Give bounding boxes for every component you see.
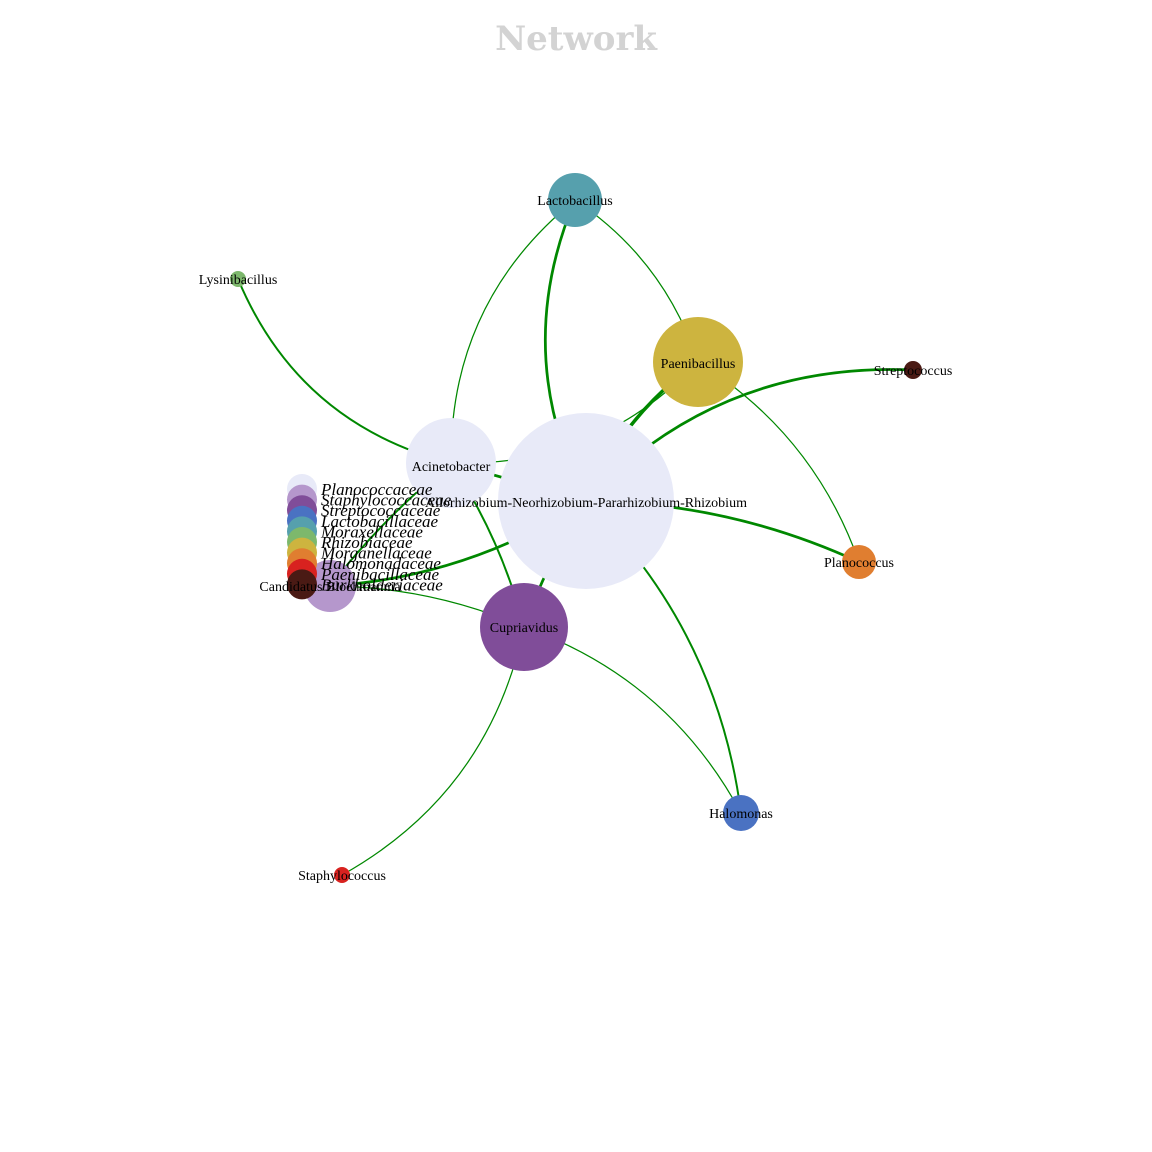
node-streptococcus[interactable] (904, 361, 922, 379)
legend-label-paenibacillaceae: Paenibacillaceae (320, 565, 439, 584)
legend-label-staphylococcaceae: Staphylococcaceae (321, 491, 452, 510)
node-cupriavidus[interactable] (480, 583, 568, 671)
node-layer (230, 173, 922, 883)
legend-label-morganellaceae: Morganellaceae (320, 544, 432, 563)
legend-label-moraxellaceae: Moraxellaceae (320, 522, 423, 541)
node-lysinibacillus[interactable] (230, 271, 246, 287)
label-layer: Allorhizobium-Neorhizobium-Pararhizobium… (199, 194, 953, 884)
legend-label-lactobacillaceae: Lactobacillaceae (320, 512, 439, 531)
node-label-cupriavidus: Cupriavidus (490, 621, 558, 636)
node-label-lactobacillus: Lactobacillus (537, 194, 612, 209)
node-staphylococcus[interactable] (334, 867, 350, 883)
node-label-streptococcus: Streptococcus (874, 364, 953, 379)
node-halomonas[interactable] (723, 795, 759, 831)
node-lactobacillus[interactable] (548, 173, 602, 227)
node-paenibacillus[interactable] (653, 317, 743, 407)
node-label-rhizobium: Allorhizobium-Neorhizobium-Pararhizobium… (425, 496, 747, 511)
legend-label-burkholderiaceae: Burkholderiaceae (321, 575, 443, 594)
chart-title: Network (495, 19, 658, 59)
edge-cupriavidus-staphylococcus (341, 626, 525, 876)
legend-label-streptococcaceae: Streptococcaceae (321, 501, 441, 520)
legend-swatch-burkholderiaceae (287, 569, 317, 600)
node-rhizobium[interactable] (498, 413, 674, 589)
node-label-candidatus: Candidatus Blochmannia (259, 580, 401, 595)
legend-label-planococcaceae: Planococcaceae (320, 480, 433, 499)
legend-label-halomonadaceae: Halomonadaceae (320, 554, 441, 573)
node-acinetobacter[interactable] (406, 418, 496, 508)
legend-label-rhizobiaceae: Rhizobiaceae (320, 533, 413, 552)
node-label-paenibacillus: Paenibacillus (661, 357, 736, 372)
legend: PlanococcaceaeStaphylococcaceaeStreptoco… (287, 474, 452, 600)
node-candidatus[interactable] (304, 560, 356, 612)
node-planococcus[interactable] (842, 545, 876, 579)
node-label-staphylococcus: Staphylococcus (298, 869, 386, 884)
node-label-lysinibacillus: Lysinibacillus (199, 273, 278, 288)
node-label-acinetobacter: Acinetobacter (412, 460, 491, 475)
node-label-halomonas: Halomonas (709, 807, 773, 822)
node-label-planococcus: Planococcus (824, 556, 894, 571)
